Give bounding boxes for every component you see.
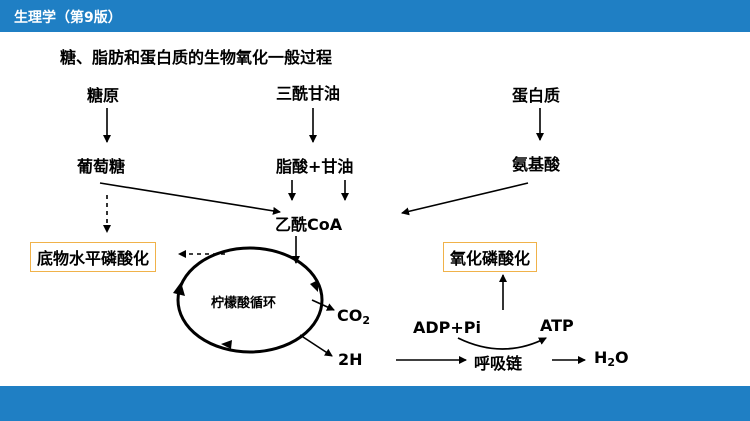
- co2-subscript: 2: [362, 314, 370, 327]
- cycle-arrowhead-left: [173, 282, 185, 296]
- node-triglyceride: 三酰甘油: [276, 84, 341, 103]
- node-atp: ATP: [540, 316, 574, 335]
- node-amino-acid: 氨基酸: [512, 155, 561, 174]
- arrow-cycle-co2: [311, 299, 335, 311]
- arrow-cycle-2h: [299, 334, 333, 357]
- arrow-glucose-acetylcoa: [99, 182, 281, 215]
- plus-sign: +: [308, 157, 322, 176]
- node-h2o: H2O: [594, 348, 629, 369]
- book-title: 生理学（第9版）: [14, 10, 122, 26]
- node-fattyacid-glycerol: 脂酸+甘油: [276, 153, 353, 177]
- node-protein: 蛋白质: [512, 86, 561, 105]
- node-co2: CO2: [337, 306, 370, 327]
- h2o-h: H: [594, 348, 608, 367]
- h2o-o: O: [615, 348, 629, 367]
- h2o-subscript: 2: [607, 356, 616, 369]
- substrate-level-phosphorylation-box: 底物水平磷酸化: [30, 242, 157, 272]
- node-glycogen: 糖原: [87, 86, 120, 105]
- arrow-adp-atp-curve: [457, 337, 547, 350]
- diagram-heading: 糖、脂肪和蛋白质的生物氧化一般过程: [60, 48, 333, 67]
- cycle-arrowhead-right: [310, 280, 318, 292]
- node-adp-pi: ADP+Pi: [413, 318, 482, 337]
- header-bar: 生理学（第9版）: [0, 0, 750, 32]
- footer-bar: [0, 386, 750, 421]
- oxidative-phosphorylation-box: 氧化磷酸化: [443, 242, 538, 272]
- node-glucose: 葡萄糖: [77, 157, 126, 176]
- arrow-aminoacid-acetylcoa: [401, 182, 529, 216]
- glycerol-label: 甘油: [321, 157, 354, 176]
- tca-cycle-ring: [176, 246, 324, 354]
- cycle-arrowhead-bottom: [221, 340, 232, 349]
- node-acetyl-coa: 乙酰CoA: [275, 215, 343, 234]
- node-tca-cycle: 柠檬酸循环: [211, 296, 277, 311]
- node-2h: 2H: [338, 350, 363, 369]
- co2-base: CO: [337, 306, 363, 325]
- node-respiratory-chain: 呼吸链: [474, 354, 523, 373]
- fatty-acid-label: 脂酸: [276, 157, 309, 176]
